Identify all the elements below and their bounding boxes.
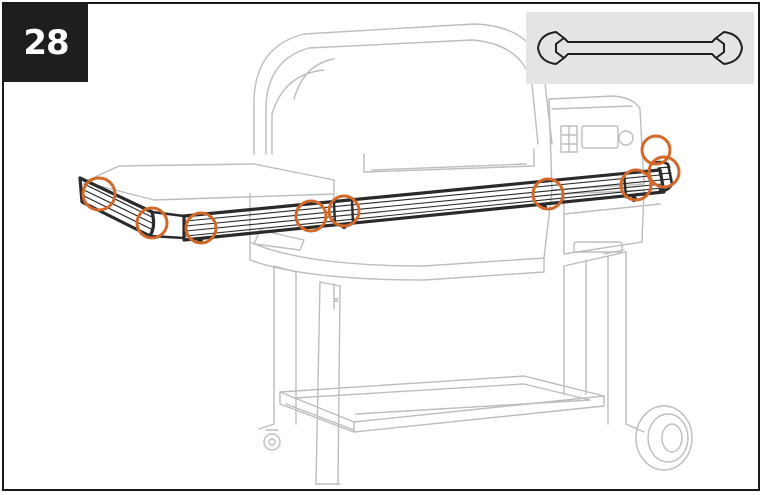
- callout-circle: [184, 211, 218, 245]
- side-shelf: [83, 163, 335, 201]
- lower-shelf: [279, 375, 605, 423]
- callout-circle: [531, 177, 565, 211]
- cart-frame: [258, 265, 297, 430]
- front-rail-part: [78, 160, 674, 243]
- step-number: 28: [23, 23, 69, 63]
- step-number-badge: 28: [4, 4, 88, 82]
- callout-circle: [647, 155, 681, 189]
- callout-circle: [640, 134, 672, 166]
- callout-circle: [619, 168, 653, 202]
- wrench-icon: [537, 31, 743, 65]
- callout-circle: [81, 176, 117, 212]
- callout-circle: [327, 194, 361, 228]
- caster-wheel: [263, 429, 281, 451]
- tool-required-panel: [526, 12, 754, 84]
- callout-circle: [294, 199, 328, 233]
- large-wheel: [625, 405, 693, 471]
- grill-illustration: [78, 23, 693, 485]
- firebox: [249, 189, 553, 267]
- control-panel: [548, 95, 645, 191]
- callout-circle: [135, 206, 169, 240]
- hood-handle: [363, 148, 535, 173]
